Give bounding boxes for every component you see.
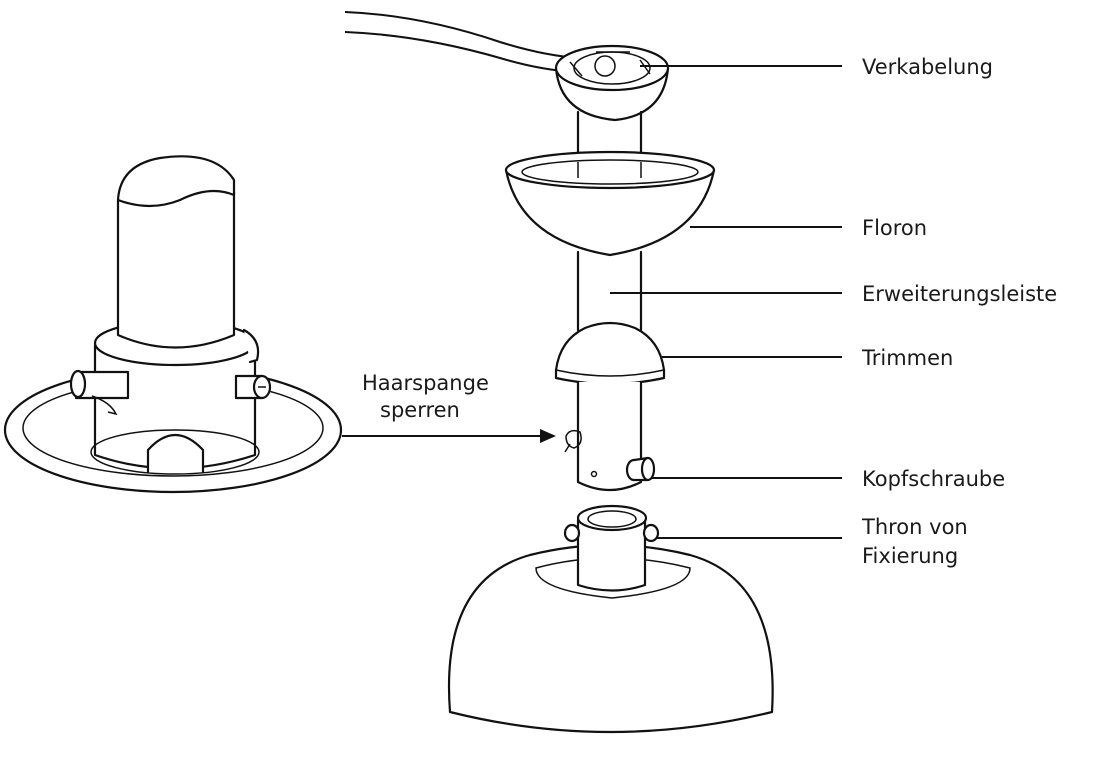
trim-cone [554, 321, 666, 386]
detail-arrow [342, 429, 556, 443]
label-trim: Trimmen [861, 346, 953, 370]
label-lock-clip-line2: sperren [380, 398, 460, 422]
label-lock-clip-line1: Haarspange [362, 371, 489, 395]
detail-screw-right [234, 374, 272, 400]
label-wiring: Verkabelung [862, 55, 993, 79]
canopy [504, 150, 716, 257]
label-mount-line2: Fixierung [862, 544, 958, 568]
wiring-ball [554, 44, 670, 122]
cable [344, 11, 581, 73]
detail-view [3, 155, 343, 494]
lower-rod [564, 380, 656, 492]
label-extension-rod: Erweiterungsleiste [862, 282, 1057, 306]
label-canopy: Floron [862, 216, 927, 240]
leader-lines [610, 65, 842, 539]
label-mount-line1: Thron von [861, 515, 968, 539]
base-dome [448, 504, 774, 734]
label-head-screw: Kopfschraube [862, 467, 1005, 491]
detail-screw-left [69, 369, 130, 416]
